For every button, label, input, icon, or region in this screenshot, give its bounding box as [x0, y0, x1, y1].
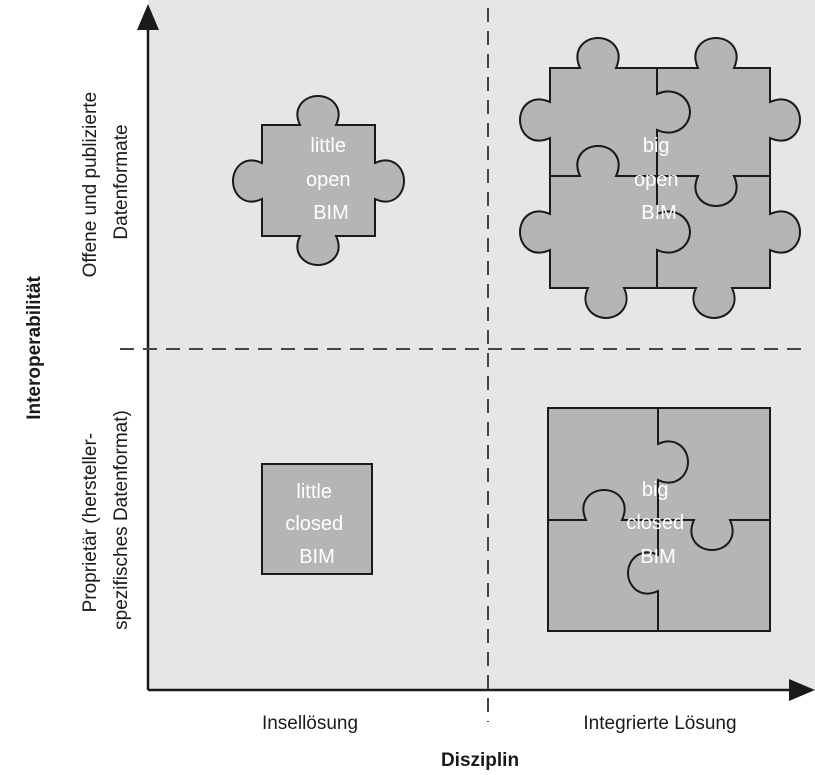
little-closed-bim-box: little closed BIM [261, 463, 373, 575]
y-axis-bottom-category: Proprietär (hersteller- spezifisches Dat… [80, 410, 132, 630]
little-closed-bim-label: little closed BIM [285, 481, 348, 568]
y-axis-arrow-icon [137, 4, 159, 30]
little-open-bim-label: little open BIM [306, 135, 356, 224]
x-axis-title: Disziplin [441, 750, 519, 771]
y-axis-title: Interoperabilität [24, 276, 45, 420]
big-closed-bim-label: big closed BIM [626, 479, 689, 568]
big-open-bim-puzzle: big open BIM [518, 36, 802, 320]
y-axis [137, 4, 159, 690]
big-open-bim-label: big open BIM [634, 135, 684, 224]
x-axis [148, 679, 815, 701]
y-axis-top-category: Offene und publizierte Datenformate [80, 87, 132, 278]
x-axis-left-category: Insellösung [262, 713, 358, 734]
little-open-bim-piece: little open BIM [231, 94, 406, 267]
big-closed-bim-puzzle: big closed BIM [547, 407, 771, 632]
x-axis-arrow-icon [789, 679, 815, 701]
x-axis-right-category: Integrierte Lösung [583, 713, 736, 734]
